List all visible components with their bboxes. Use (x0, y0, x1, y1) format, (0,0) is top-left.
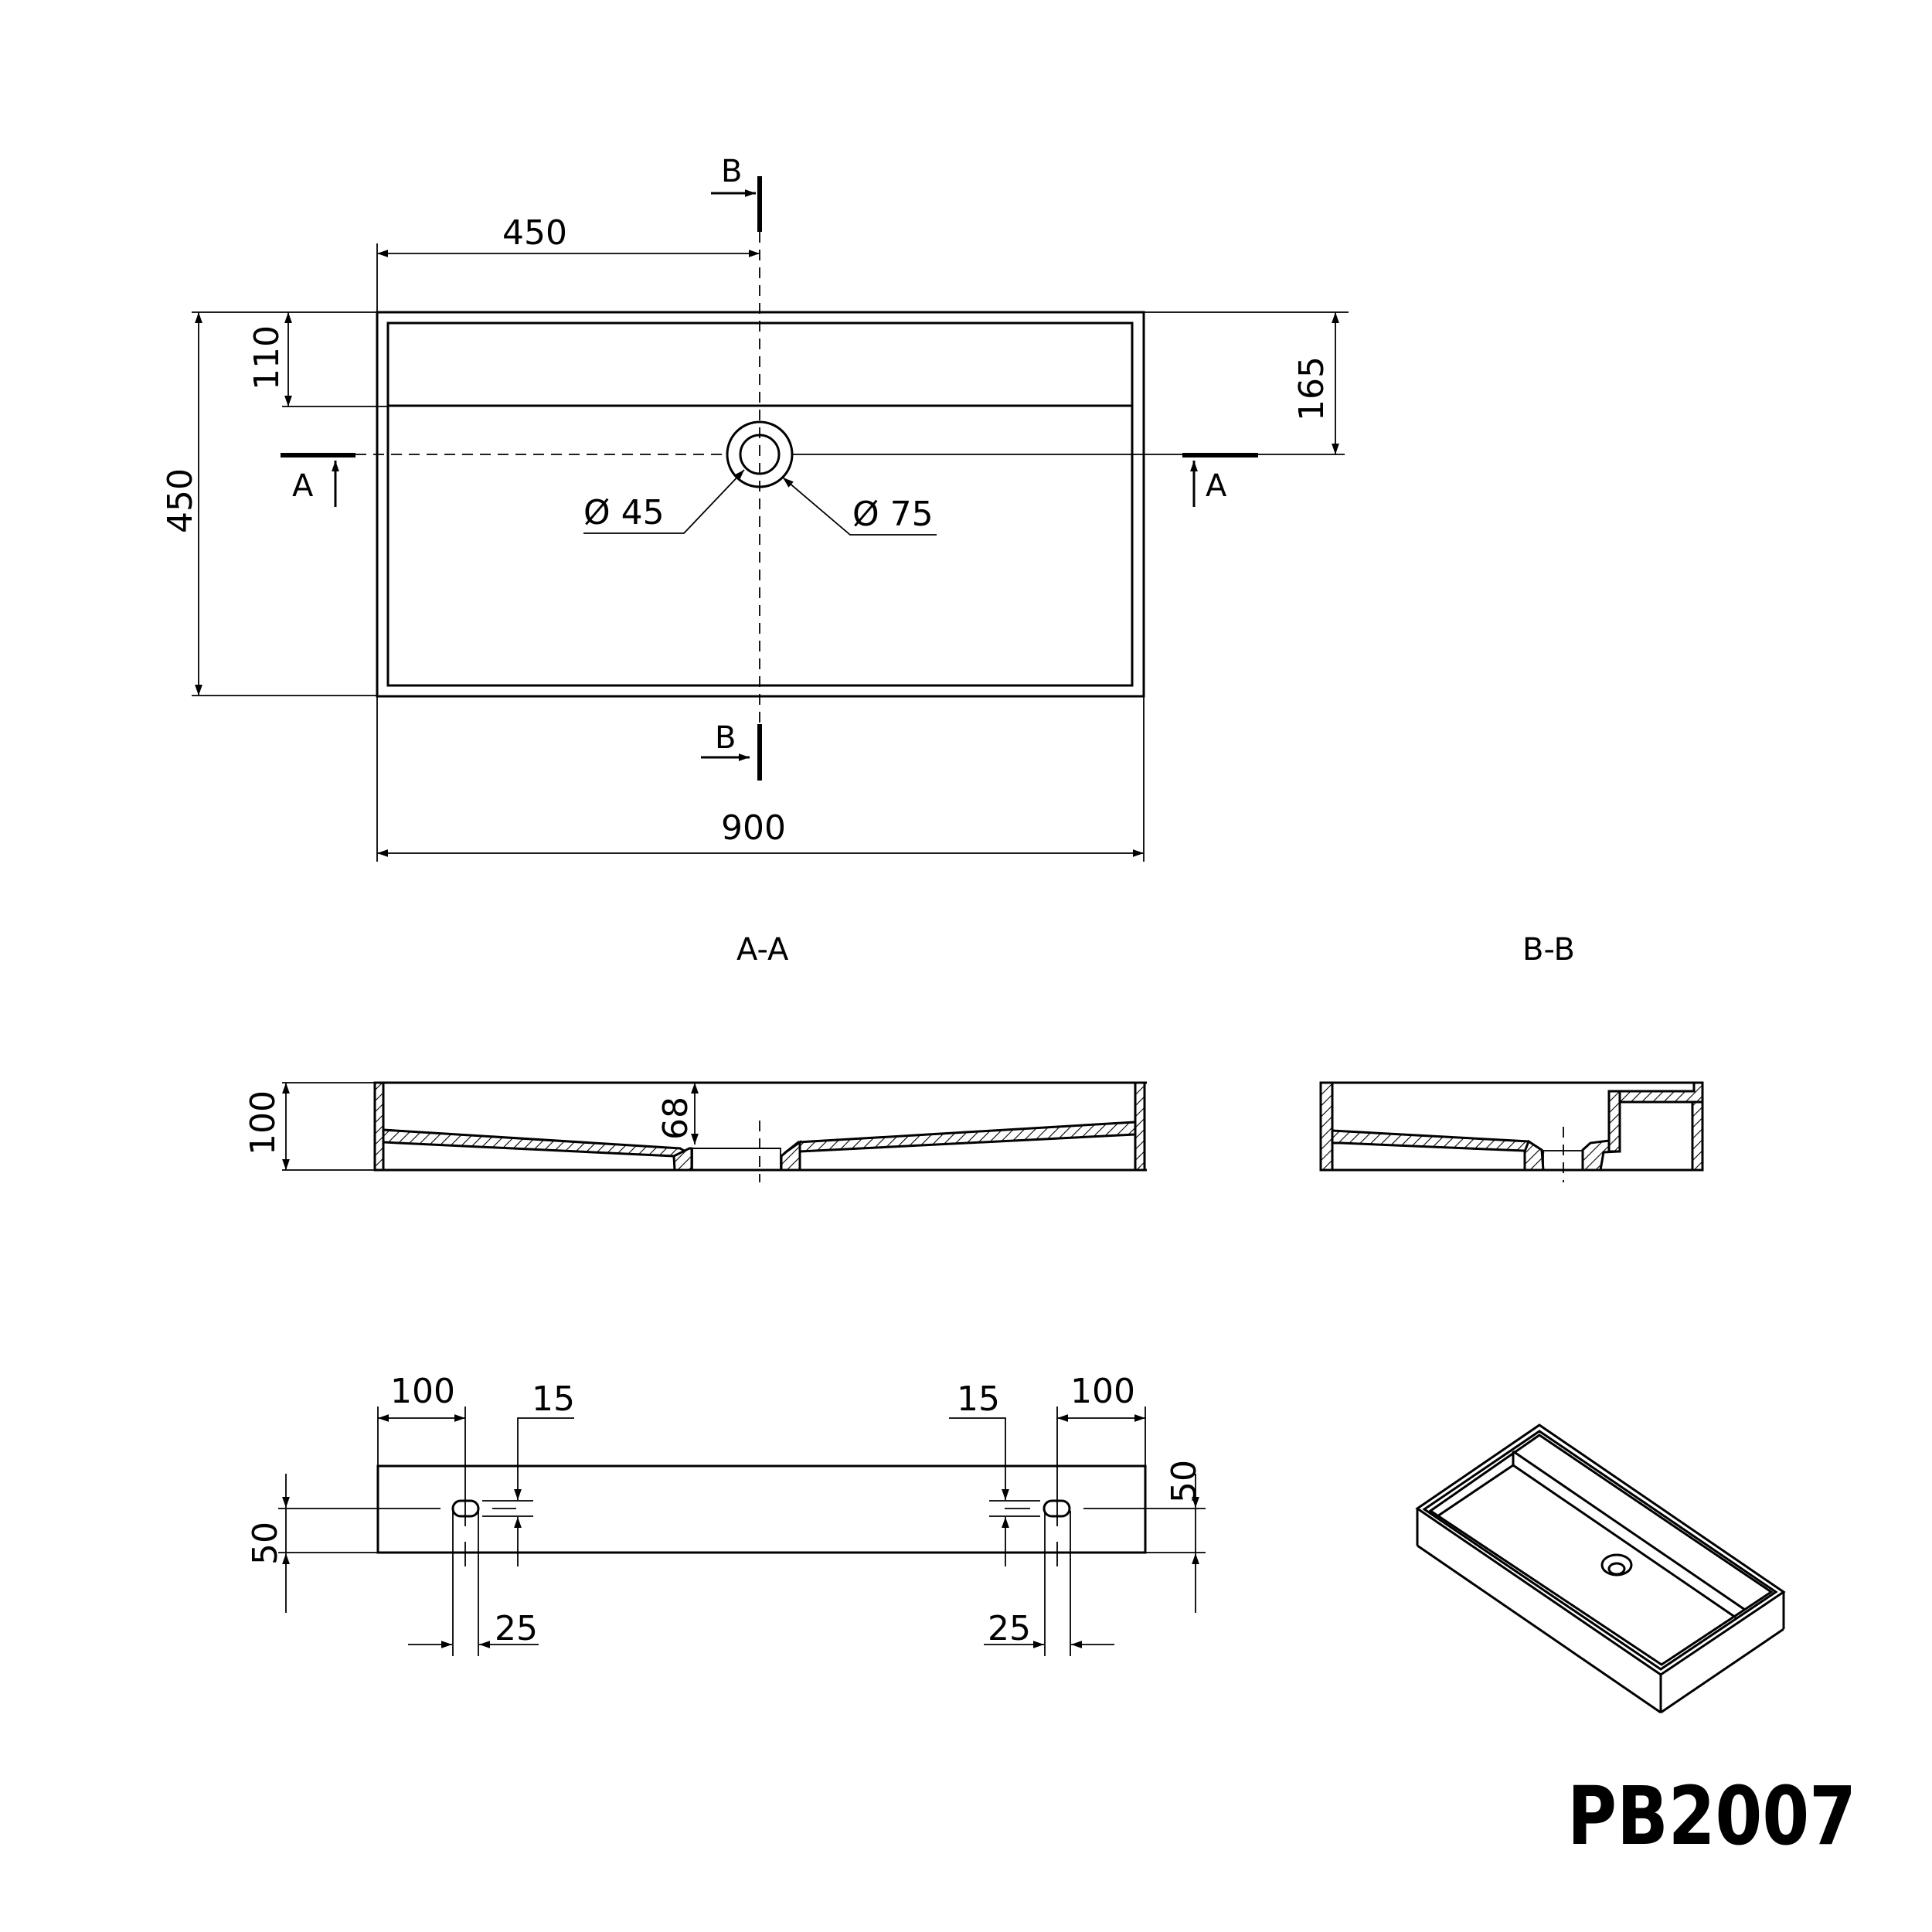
diameter-75-leader (782, 477, 937, 536)
iso-bottom-right (1660, 1628, 1784, 1714)
section-a-right-label: A (1206, 468, 1227, 504)
diameter-75-label: Ø 75 (852, 495, 934, 534)
back-view: 100 15 25 50 100 15 (246, 1372, 1206, 1656)
iso-bottom-front (1417, 1544, 1662, 1714)
right-wall-hatch (1134, 1081, 1146, 1172)
section-b-top-label: B (721, 154, 742, 189)
dim-line-15-right (949, 1417, 1009, 1500)
dim-15-right: 15 (957, 1379, 1000, 1419)
dim-100-left: 100 (390, 1372, 455, 1411)
section-a-left-label: A (292, 468, 314, 504)
dim-450-horizontal: 450 (502, 213, 567, 253)
dim-25-left: 25 (495, 1609, 538, 1648)
left-drain-collar (672, 1147, 693, 1172)
ledge-slab-hatch (1609, 1081, 1704, 1104)
section-b-bottom-label: B (715, 720, 736, 756)
iso-ledge-top (1512, 1450, 1746, 1611)
iso-basin-back (1437, 1464, 1514, 1518)
section-aa-view: 100 68 (243, 1081, 1147, 1182)
dim-line-15-left (514, 1417, 574, 1500)
iso-ledge-bottom (1512, 1464, 1736, 1619)
model-number: PB2007 (1567, 1769, 1856, 1863)
ledge-wall-hatch (1607, 1090, 1621, 1153)
dim-165: 165 (1292, 356, 1332, 421)
drain-hole (692, 1148, 781, 1171)
dim-68: 68 (656, 1097, 696, 1140)
dim-100-height: 100 (243, 1090, 283, 1155)
section-bb-view (1319, 1081, 1704, 1182)
section-bb-title: B-B (1522, 932, 1575, 968)
dim-50-right: 50 (1165, 1460, 1204, 1503)
left-wall-hatch (373, 1081, 385, 1172)
iso-top-outline (1415, 1423, 1786, 1676)
iso-drain-outer (1600, 1553, 1633, 1577)
drain-collar-left (1523, 1139, 1545, 1172)
diameter-45-leader (583, 469, 745, 534)
dim-100-right: 100 (1070, 1372, 1135, 1411)
dim-450-vertical: 450 (161, 468, 200, 533)
dim-110: 110 (247, 325, 287, 390)
right-floor-hatch (783, 1121, 1137, 1153)
left-floor-hatch (382, 1128, 693, 1158)
dim-900: 900 (721, 808, 786, 848)
floor-hatch (1331, 1129, 1545, 1153)
diameter-45-label: Ø 45 (583, 493, 665, 532)
dim-50-left: 50 (246, 1522, 285, 1565)
drain-inner-circle (739, 434, 781, 475)
front-wall-hatch (1319, 1081, 1334, 1172)
iso-rim-inner (1428, 1434, 1774, 1666)
iso-drain-inner (1607, 1562, 1626, 1576)
iso-rim-outer (1422, 1430, 1778, 1671)
plan-view: Ø 45 Ø 75 450 B B 900 450 110 165 (161, 154, 1349, 862)
isometric-view (1415, 1423, 1786, 1714)
back-panel-outline (376, 1464, 1147, 1554)
dim-25-right: 25 (988, 1609, 1031, 1648)
basin-outline (376, 311, 1145, 698)
back-wall-hatch (1691, 1100, 1704, 1172)
right-drain-collar (780, 1140, 801, 1172)
drain-outer-circle (726, 420, 794, 488)
section-aa-title: A-A (736, 932, 789, 968)
dim-15-left: 15 (532, 1379, 575, 1419)
